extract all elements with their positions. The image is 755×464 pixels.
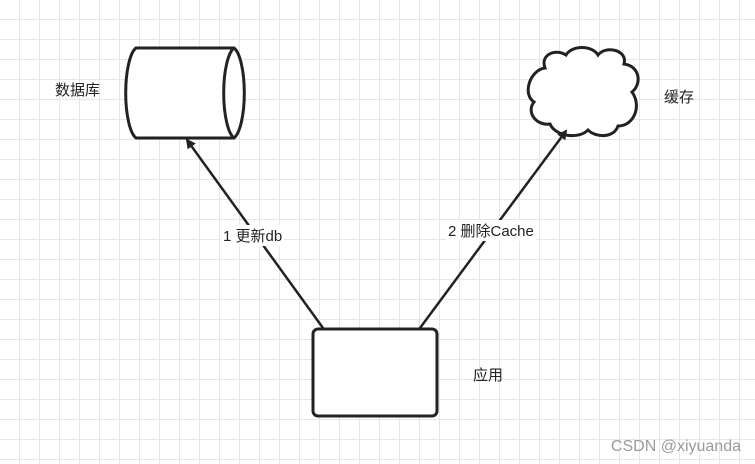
edge-label-update-db: 1 更新db bbox=[221, 225, 285, 246]
cache-cloud-icon bbox=[526, 46, 640, 138]
database-cylinder-icon bbox=[124, 46, 246, 140]
watermark: CSDN @xiyuanda bbox=[610, 438, 741, 455]
app-rectangle-icon bbox=[311, 327, 439, 418]
cache-label: 缓存 bbox=[664, 89, 695, 106]
database-label: 数据库 bbox=[55, 82, 101, 99]
edge-label-delete-cache: 2 删除Cache bbox=[446, 220, 536, 241]
app-label: 应用 bbox=[473, 367, 504, 384]
